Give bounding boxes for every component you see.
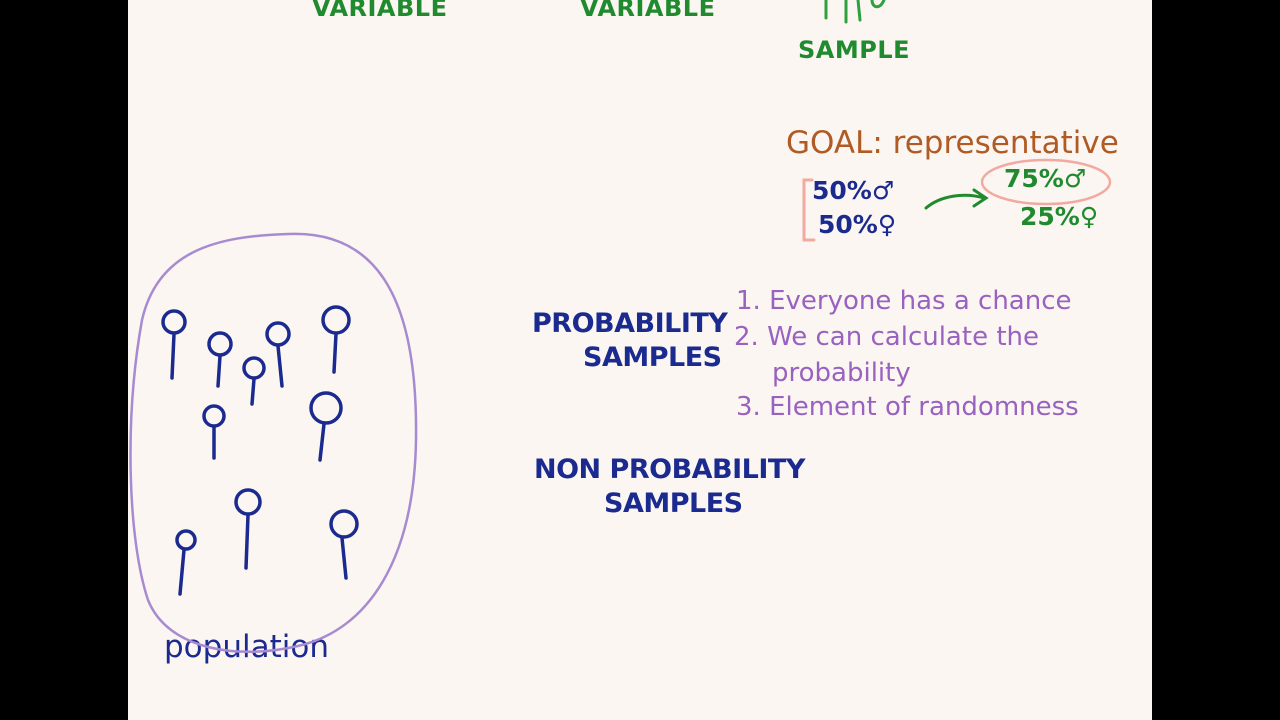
drawing-layer [129, 0, 1112, 653]
left-female-percent: 50%♀ [818, 210, 897, 239]
probability-item-3: 3. Element of randomness [736, 392, 1079, 422]
probability-label-line1: PROBABILITY [532, 308, 728, 339]
probability-item-2: 2. We can calculate the [734, 322, 1039, 352]
right-female-percent: 25%♀ [1020, 202, 1099, 231]
whiteboard: VARIABLE VARIABLE SAMPLE GOAL: represent… [128, 0, 1152, 720]
population-label: population [164, 629, 329, 665]
sample-label: SAMPLE [798, 36, 911, 64]
population-oval [129, 232, 418, 653]
nonprobability-label-line2: SAMPLES [604, 488, 743, 519]
probability-label-line2: SAMPLES [583, 342, 722, 373]
goal-title: GOAL: representative [786, 125, 1119, 161]
variable-label-middle: VARIABLE [580, 0, 716, 22]
population-figures [161, 305, 359, 596]
right-male-percent: 75%♂ [1004, 164, 1087, 193]
highlight-circle [980, 158, 1112, 206]
nonprobability-label-line1: NON PROBABILITY [534, 454, 805, 485]
variable-label-left: VARIABLE [312, 0, 448, 22]
left-male-percent: 50%♂ [812, 176, 895, 205]
probability-item-1: 1. Everyone has a chance [736, 286, 1072, 316]
green-arrow [924, 193, 986, 210]
sample-stick-marks [824, 0, 886, 24]
probability-item-2-cont: probability [772, 358, 911, 388]
pink-bracket [802, 178, 816, 242]
